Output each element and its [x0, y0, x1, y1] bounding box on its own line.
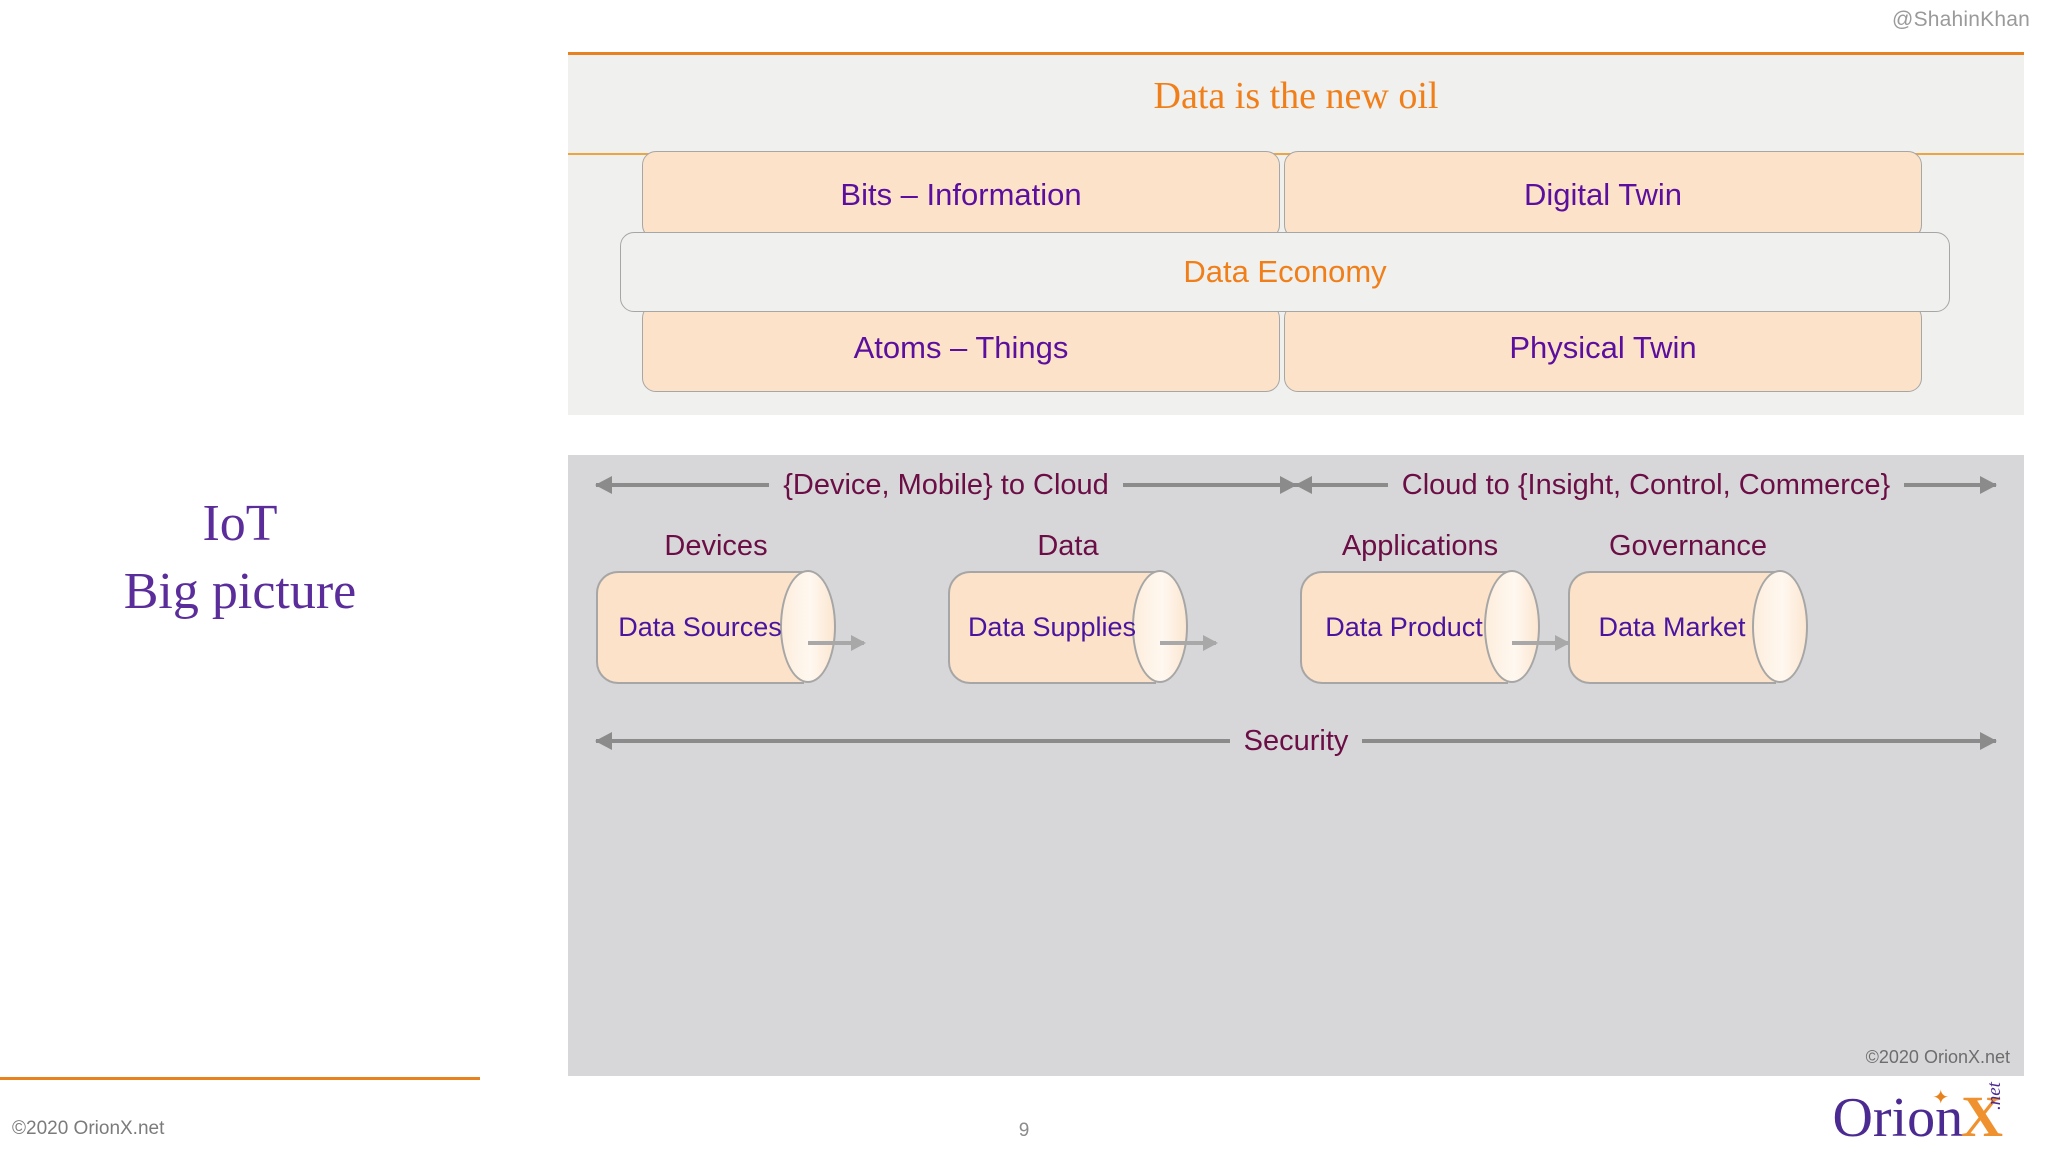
security-label: Security	[1243, 724, 1349, 757]
slide-title: IoT Big picture	[0, 490, 480, 625]
cylinder-body	[596, 571, 804, 684]
cylinder-label: Data Sources	[618, 612, 782, 642]
arrow-left-head	[1296, 483, 1388, 487]
cylinder-data-sources: Data Sources	[596, 570, 836, 684]
cylinder-cap-icon	[1484, 570, 1540, 683]
arrow-right-head	[1362, 739, 1997, 743]
arrow-right-head	[1122, 483, 1297, 487]
stage-caption: Applications	[1341, 530, 1499, 562]
logo-word-text: Orion	[1832, 1087, 1964, 1149]
cylinder-cap-icon	[1752, 570, 1808, 683]
stage-caption: Devices	[664, 530, 768, 562]
page-number: 9	[1018, 1120, 1030, 1141]
box-digital-twin: Digital Twin	[1284, 151, 1922, 239]
slide-title-line1: IoT	[202, 495, 278, 552]
slide-title-line2: Big picture	[123, 562, 357, 620]
cylinder-label: Data Product	[1325, 612, 1483, 642]
flow-label-right: Cloud to {Insight, Control, Commerce}	[1401, 468, 1891, 501]
arrow-left-head	[596, 739, 1230, 743]
flow-segment-left: {Device, Mobile} to Cloud	[596, 468, 1297, 502]
box-atoms-things: Atoms – Things	[642, 304, 1280, 392]
logo-x-mark: X	[1961, 1084, 2004, 1149]
arrow-right-head	[1904, 483, 1996, 487]
connector-arrow-2-icon	[1160, 641, 1216, 645]
panel-rule-top	[568, 52, 2024, 55]
stage-governance: Governance Data Market	[1568, 530, 1808, 684]
box-label: Data Economy	[1183, 254, 1387, 289]
security-arrow-row: Security	[596, 711, 1997, 771]
logo-tld: .net	[1984, 1082, 2006, 1110]
box-label: Digital Twin	[1524, 177, 1682, 212]
cylinder-data-supplies: Data Supplies	[948, 570, 1188, 684]
cylinder-cap-icon	[1132, 570, 1188, 683]
cylinder-label: Data Market	[1598, 612, 1746, 642]
stage-devices: Devices Data Sources	[596, 530, 836, 684]
panel-copyright: ©2020 OrionX.net	[1865, 1047, 2010, 1067]
box-label: Bits – Information	[840, 177, 1082, 212]
orionx-logo: Orion ✦ X .net	[1832, 1082, 2034, 1146]
cylinder-body	[1568, 571, 1776, 684]
box-data-economy: Data Economy	[620, 232, 1950, 312]
logo-word: Orion ✦	[1832, 1087, 1964, 1149]
data-is-new-oil-panel: Data is the new oil Bits – Information D…	[568, 52, 2024, 415]
box-physical-twin: Physical Twin	[1284, 304, 1922, 392]
iot-big-picture-panel: {Device, Mobile} to Cloud Cloud to {Insi…	[568, 455, 2024, 1076]
stage-caption: Governance	[1609, 530, 1767, 562]
cylinder-body	[1300, 571, 1508, 684]
flow-label-left: {Device, Mobile} to Cloud	[783, 468, 1109, 501]
logo-star-icon: ✦	[1932, 1087, 1950, 1109]
panel-heading: Data is the new oil	[1153, 75, 1439, 117]
cylinder-data-market: Data Market	[1568, 570, 1808, 684]
connector-arrow-3-icon	[1512, 641, 1568, 645]
flow-segment-right: Cloud to {Insight, Control, Commerce}	[1296, 469, 1996, 502]
box-label: Physical Twin	[1509, 330, 1697, 365]
cylinder-label: Data Supplies	[967, 612, 1137, 642]
stage-data: Data Data Supplies	[948, 530, 1188, 684]
arrow-left-head	[596, 483, 770, 487]
box-bits-information: Bits – Information	[642, 151, 1280, 239]
footer-rule	[0, 1077, 480, 1080]
connector-arrow-1-icon	[808, 641, 864, 645]
flow-arrow-row: {Device, Mobile} to Cloud Cloud to {Insi…	[596, 455, 1996, 515]
twitter-handle: @ShahinKhan	[1892, 8, 2030, 31]
cylinder-body	[948, 571, 1156, 684]
footer-copyright: ©2020 OrionX.net	[12, 1118, 165, 1139]
stage-applications: Applications Data Product	[1300, 530, 1540, 684]
stage-caption: Data	[1037, 530, 1099, 562]
cylinder-data-product: Data Product	[1300, 570, 1540, 684]
cylinder-cap-icon	[780, 570, 836, 683]
box-label: Atoms – Things	[853, 330, 1069, 365]
